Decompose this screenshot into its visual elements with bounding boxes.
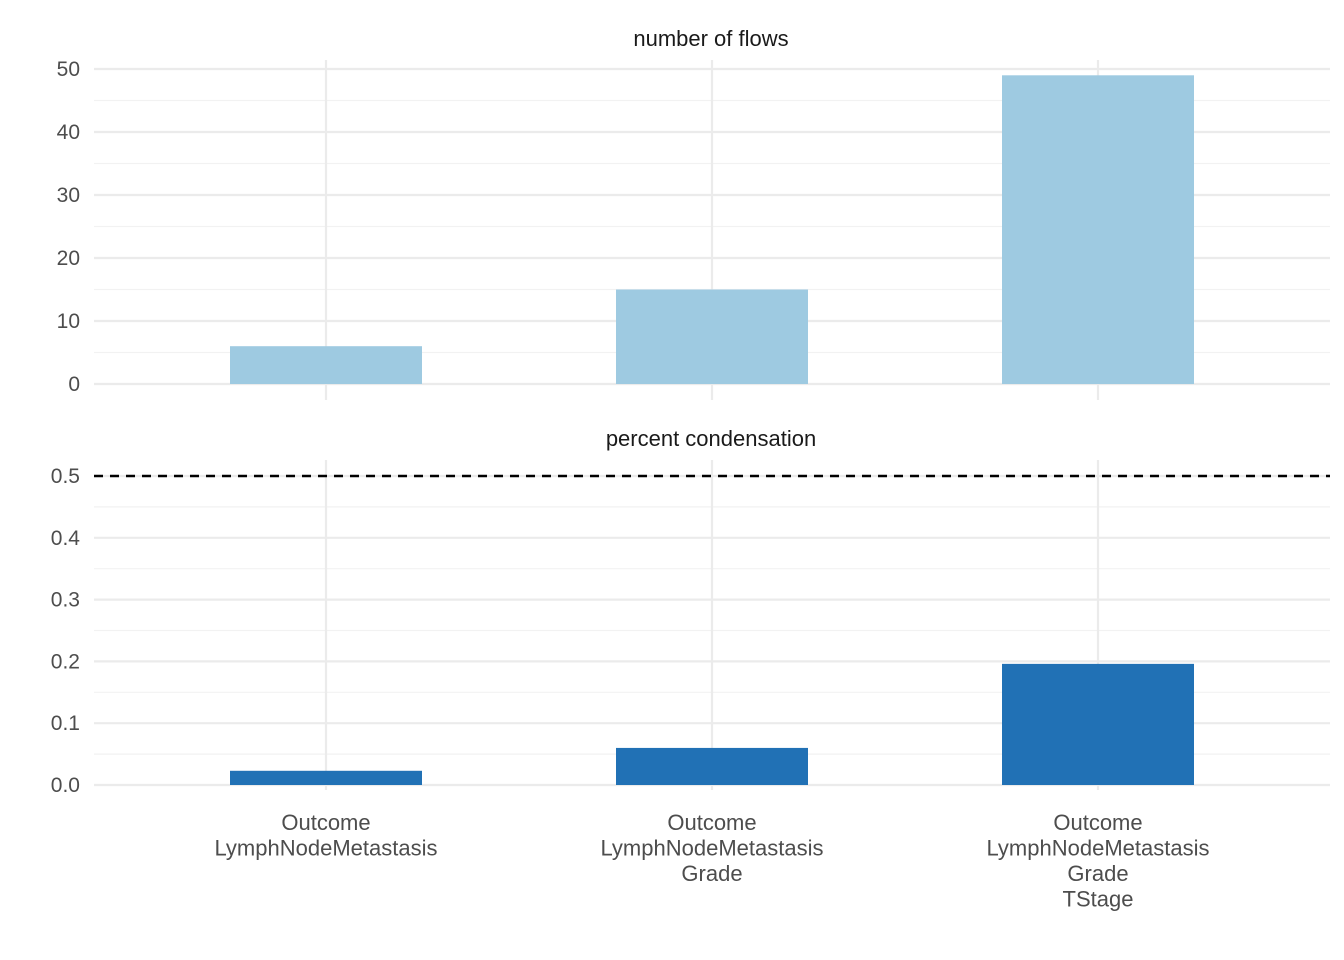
x-tick-label: LymphNodeMetastasis	[987, 836, 1210, 861]
y-tick-label: 0.5	[51, 465, 80, 488]
bar	[1002, 75, 1194, 385]
x-tick-label: Grade	[681, 861, 742, 886]
plot-layer: 010203040500.00.10.20.30.40.5OutcomeLymp…	[51, 58, 1330, 912]
x-tick-label: Outcome	[667, 810, 756, 835]
y-tick-label: 0.4	[51, 527, 81, 550]
x-tick-label: TStage	[1063, 887, 1134, 912]
y-tick-label: 0.1	[51, 712, 80, 735]
bar	[616, 747, 808, 785]
y-tick-label: 40	[57, 121, 80, 144]
x-tick-label: LymphNodeMetastasis	[215, 836, 438, 861]
bar	[1002, 663, 1194, 785]
y-tick-label: 50	[57, 58, 80, 81]
y-tick-label: 0.3	[51, 589, 80, 612]
x-tick-label: LymphNodeMetastasis	[601, 836, 824, 861]
bar	[230, 346, 422, 384]
panel-title-condensation: percent condensation	[606, 426, 816, 451]
x-tick-label: Outcome	[281, 810, 370, 835]
y-tick-label: 10	[57, 310, 80, 333]
y-tick-label: 30	[57, 184, 80, 207]
y-tick-label: 0	[68, 373, 80, 396]
bar	[230, 770, 422, 785]
x-tick-label: Outcome	[1053, 810, 1142, 835]
y-tick-label: 0.0	[51, 774, 80, 797]
y-tick-label: 20	[57, 247, 80, 270]
y-tick-label: 0.2	[51, 650, 80, 673]
x-tick-label: Grade	[1067, 861, 1128, 886]
panel-title-flows: number of flows	[633, 26, 788, 51]
bar	[616, 289, 808, 384]
